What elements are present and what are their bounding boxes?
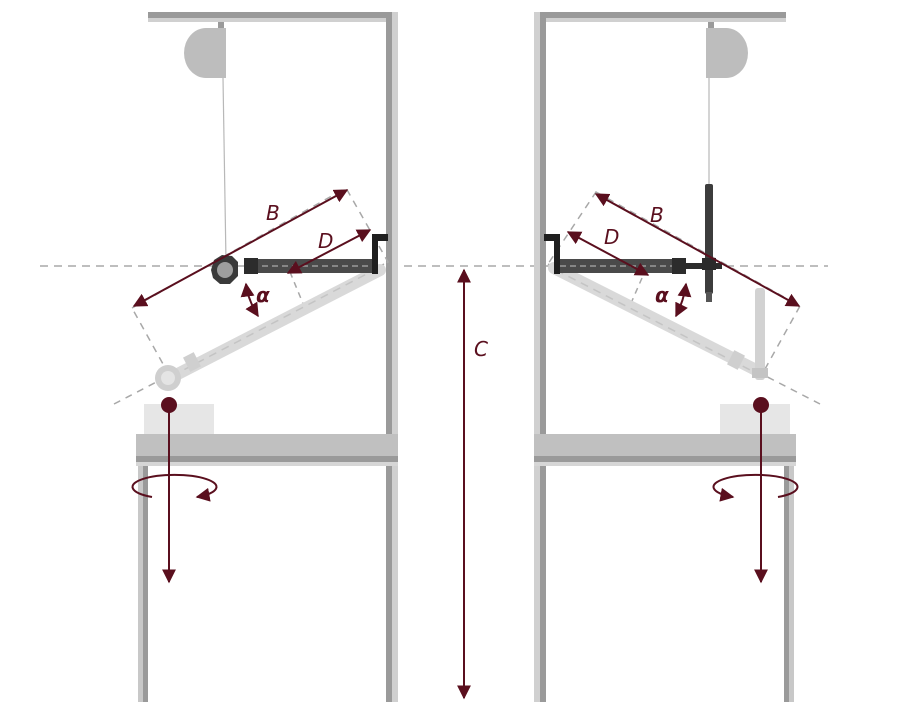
left-pulley xyxy=(184,22,227,263)
right-dimension-b xyxy=(594,193,801,307)
left-rotation-arrow xyxy=(131,473,218,502)
right-frame xyxy=(534,12,796,702)
right-label-d: D xyxy=(604,225,619,249)
left-dimension-d xyxy=(286,229,372,274)
right-arm-horizontal xyxy=(544,184,722,302)
right-rotation-axis xyxy=(712,397,799,584)
right-dimension-d xyxy=(566,231,650,276)
left-label-b: B xyxy=(266,201,280,225)
left-angle-arrow xyxy=(240,282,259,318)
left-d-guide xyxy=(289,271,305,307)
right-pivot-point xyxy=(753,397,769,413)
left-rotation-axis xyxy=(131,397,218,584)
left-label-alpha: α xyxy=(256,283,270,307)
left-label-d: D xyxy=(318,229,333,253)
center-label-c: C xyxy=(474,337,488,361)
left-frame xyxy=(136,12,398,702)
right-pulley xyxy=(706,22,748,184)
right-angle-arrow xyxy=(675,282,692,318)
left-dashed-frame xyxy=(130,186,390,384)
right-arm-lowered xyxy=(548,262,768,380)
right-label-b: B xyxy=(650,203,664,227)
left-dimension-b xyxy=(132,189,349,307)
left-pivot-point xyxy=(161,397,177,413)
right-rotation-arrow xyxy=(712,473,799,502)
right-label-alpha: α xyxy=(655,283,669,307)
